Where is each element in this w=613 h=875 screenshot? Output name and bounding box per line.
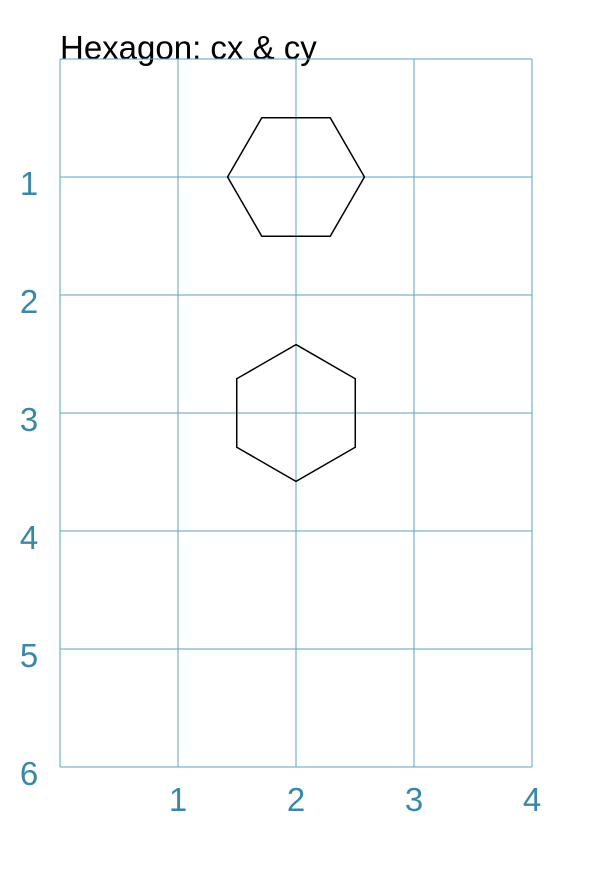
x-tick-label: 3 — [405, 781, 423, 818]
y-tick-labels: 1 2 3 4 5 6 — [20, 165, 38, 792]
y-tick-label: 4 — [20, 519, 38, 556]
grid — [59, 58, 533, 768]
y-tick-label: 5 — [20, 637, 38, 674]
x-tick-label: 1 — [169, 781, 187, 818]
y-tick-label: 6 — [20, 755, 38, 792]
x-tick-labels: 1 2 3 4 — [169, 781, 541, 818]
diagram-title: Hexagon: cx & cy — [60, 29, 317, 66]
x-tick-label: 2 — [287, 781, 305, 818]
y-tick-label: 2 — [20, 283, 38, 320]
x-tick-label: 4 — [523, 781, 541, 818]
y-tick-label: 3 — [20, 401, 38, 438]
hexagon-1 — [226, 116, 366, 238]
y-tick-label: 1 — [20, 165, 38, 202]
hexagon-2 — [235, 343, 357, 483]
hexagon-layer — [226, 116, 366, 483]
